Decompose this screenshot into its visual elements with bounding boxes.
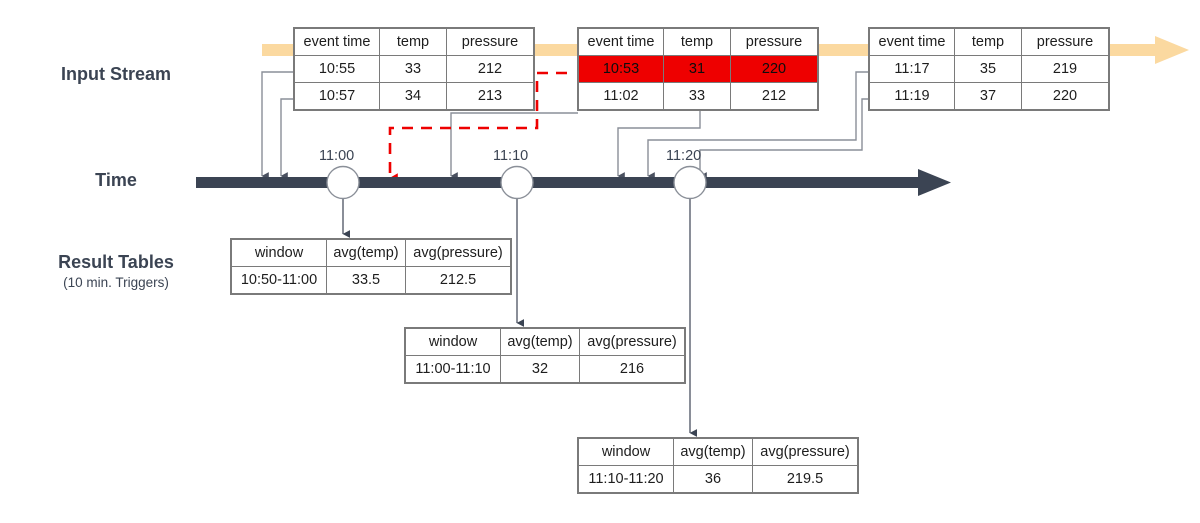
column-header-avg-temp: avg(temp) (500, 328, 580, 356)
input-table-1: event time temp pressure 10:55 33 212 10… (294, 28, 534, 110)
cell-pressure: 213 (446, 82, 534, 110)
table-header-row: event time temp pressure (578, 28, 818, 56)
result-table-1: window avg(temp) avg(pressure) 10:50-11:… (231, 239, 511, 294)
table-header-row: event time temp pressure (869, 28, 1109, 56)
table-header-row: window avg(temp) avg(pressure) (578, 438, 858, 466)
cell-avg-pressure: 216 (579, 355, 685, 383)
time-axis (196, 169, 951, 196)
input-table-2: event time temp pressure 10:53 31 220 11… (578, 28, 818, 110)
table-header-row: window avg(temp) avg(pressure) (231, 239, 511, 267)
cell-event-time: 10:53 (578, 55, 664, 83)
cell-temp: 37 (954, 82, 1022, 110)
column-header-avg-pressure: avg(pressure) (405, 239, 511, 267)
column-header-window: window (231, 239, 327, 267)
cell-window: 11:00-11:10 (405, 355, 501, 383)
time-tick-1100: 11:00 (319, 148, 355, 164)
row-label-time: Time (95, 170, 137, 190)
table-row: 11:02 33 212 (578, 82, 818, 110)
column-header-window: window (405, 328, 501, 356)
table-row: 11:00-11:10 32 216 (405, 355, 685, 383)
table-row: 11:10-11:20 36 219.5 (578, 465, 858, 493)
column-header-temp: temp (663, 28, 731, 56)
row-label-input-stream: Input Stream (60, 64, 171, 84)
column-header-pressure: pressure (1021, 28, 1109, 56)
column-header-event-time: event time (578, 28, 664, 56)
result-table-3: window avg(temp) avg(pressure) 11:10-11:… (578, 438, 858, 493)
cell-avg-temp: 33.5 (326, 266, 406, 294)
table-row: 11:19 37 220 (869, 82, 1109, 110)
cell-temp: 31 (663, 55, 731, 83)
input-table-3: event time temp pressure 11:17 35 219 11… (869, 28, 1109, 110)
row-label-result-tables: Result Tables (58, 252, 174, 272)
cell-temp: 34 (379, 82, 447, 110)
cell-window: 10:50-11:00 (231, 266, 327, 294)
column-header-avg-pressure: avg(pressure) (752, 438, 858, 466)
cell-pressure: 212 (730, 82, 818, 110)
cell-avg-pressure: 212.5 (405, 266, 511, 294)
row-sublabel-result-tables: (10 min. Triggers) (63, 275, 169, 290)
column-header-temp: temp (954, 28, 1022, 56)
late-data-path (388, 71, 567, 183)
table-header-row: window avg(temp) avg(pressure) (405, 328, 685, 356)
cell-pressure: 220 (730, 55, 818, 83)
table-header-row: event time temp pressure (294, 28, 534, 56)
time-tick-1120: 11:20 (666, 148, 702, 164)
column-header-avg-temp: avg(temp) (673, 438, 753, 466)
cell-temp: 33 (663, 82, 731, 110)
event-connectors (261, 71, 869, 180)
cell-avg-temp: 32 (500, 355, 580, 383)
cell-window: 11:10-11:20 (578, 465, 674, 493)
cell-pressure: 220 (1021, 82, 1109, 110)
time-tick-1110: 11:10 (493, 148, 529, 164)
column-header-event-time: event time (869, 28, 955, 56)
cell-avg-temp: 36 (673, 465, 753, 493)
cell-event-time: 10:55 (294, 55, 380, 83)
cell-pressure: 219 (1021, 55, 1109, 83)
cell-event-time: 11:17 (869, 55, 955, 83)
cell-event-time: 11:19 (869, 82, 955, 110)
column-header-pressure: pressure (446, 28, 534, 56)
column-header-avg-pressure: avg(pressure) (579, 328, 685, 356)
trigger-markers (326, 165, 707, 200)
table-row-late-event: 10:53 31 220 (578, 55, 818, 83)
cell-temp: 33 (379, 55, 447, 83)
trigger-result-connectors (342, 197, 697, 437)
cell-pressure: 212 (446, 55, 534, 83)
cell-event-time: 10:57 (294, 82, 380, 110)
table-row: 10:57 34 213 (294, 82, 534, 110)
table-row: 10:50-11:00 33.5 212.5 (231, 266, 511, 294)
column-header-window: window (578, 438, 674, 466)
cell-temp: 35 (954, 55, 1022, 83)
column-header-temp: temp (379, 28, 447, 56)
cell-avg-pressure: 219.5 (752, 465, 858, 493)
column-header-avg-temp: avg(temp) (326, 239, 406, 267)
column-header-event-time: event time (294, 28, 380, 56)
result-table-2: window avg(temp) avg(pressure) 11:00-11:… (405, 328, 685, 383)
column-header-pressure: pressure (730, 28, 818, 56)
table-row: 11:17 35 219 (869, 55, 1109, 83)
table-row: 10:55 33 212 (294, 55, 534, 83)
cell-event-time: 11:02 (578, 82, 664, 110)
